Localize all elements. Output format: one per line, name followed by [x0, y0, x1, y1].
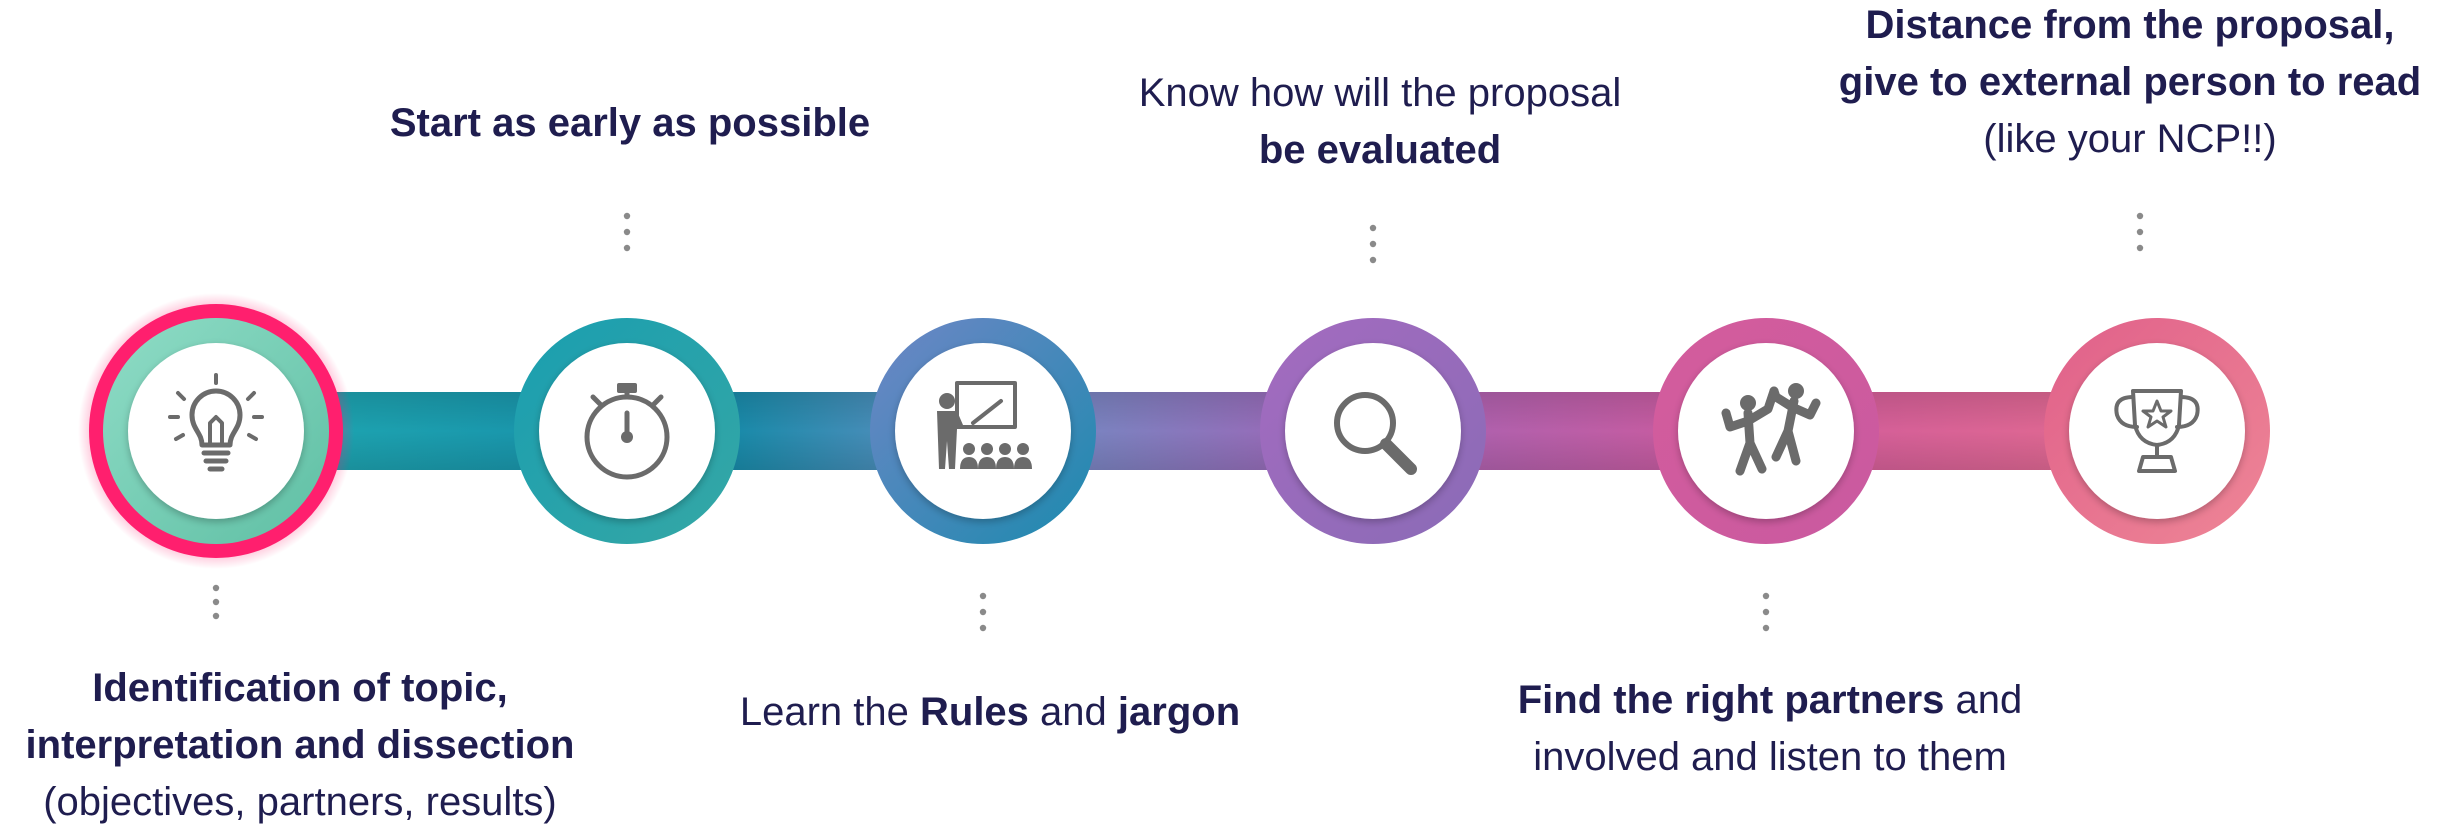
label-text-bold: Find the right partners	[1517, 678, 1945, 722]
label-text-bold: jargon	[1117, 690, 1241, 734]
dotted-connector	[623, 212, 631, 252]
label-line: Know how will the proposal	[1060, 65, 1700, 122]
label-text-bold: Start as early as possible	[389, 101, 871, 145]
step-label-identify: Identification of topic, interpretation a…	[0, 660, 600, 831]
label-text: and	[1028, 690, 1118, 734]
dotted-connector	[1762, 592, 1770, 632]
step-label-rules: Learn the Rules and jargon	[700, 684, 1280, 741]
label-line: be evaluated	[1060, 122, 1700, 179]
step-node-rules	[870, 318, 1096, 544]
step-label-partners: Find the right partners and involved and …	[1470, 672, 2070, 786]
label-text: (like your NCP!!)	[1983, 117, 2277, 161]
lightbulb-icon	[168, 373, 264, 472]
label-text-bold: Identification of topic,	[92, 666, 508, 710]
label-text: involved and listen to them	[1533, 735, 2007, 779]
dotted-connector	[2136, 212, 2144, 252]
step-disc	[128, 343, 304, 519]
label-text: Know how will the proposal	[1138, 71, 1622, 115]
magnifier-icon	[1334, 392, 1417, 475]
people-high-five-icon	[1721, 383, 1821, 476]
label-line: involved and listen to them	[1470, 729, 2070, 786]
label-line: (objectives, partners, results)	[0, 774, 600, 831]
label-text-bold: be evaluated	[1258, 128, 1502, 172]
trophy-icon	[2114, 389, 2200, 473]
label-line: interpretation and dissection	[0, 717, 600, 774]
label-text-bold: Distance from the proposal,	[1865, 3, 2395, 47]
label-text-bold: give to external person to read	[1838, 60, 2422, 104]
label-text: Learn the	[739, 690, 920, 734]
step-node-evaluation	[1260, 318, 1486, 544]
step-node-identify	[78, 293, 354, 569]
label-line: give to external person to read	[1800, 54, 2460, 111]
step-disc	[2069, 343, 2245, 519]
dotted-connector	[979, 592, 987, 632]
step-label-start-early: Start as early as possible	[340, 95, 920, 152]
label-line: Start as early as possible	[340, 95, 920, 152]
step-disc	[1678, 343, 1854, 519]
step-node-partners	[1653, 318, 1879, 544]
label-line: Learn the Rules and jargon	[700, 684, 1280, 741]
label-line: Identification of topic,	[0, 660, 600, 717]
dotted-connector	[1369, 224, 1377, 264]
label-text: and	[1944, 678, 2023, 722]
label-line: Find the right partners and	[1470, 672, 2070, 729]
label-text-bold: interpretation and dissection	[25, 723, 575, 767]
label-text-bold: Rules	[920, 690, 1029, 734]
label-text: (objectives, partners, results)	[43, 780, 557, 824]
step-label-distance: Distance from the proposal, give to exter…	[1800, 0, 2460, 168]
label-line: (like your NCP!!)	[1800, 111, 2460, 168]
teacher-presentation-icon	[937, 381, 1032, 469]
dotted-connector	[212, 584, 220, 620]
stopwatch-icon	[584, 383, 670, 480]
step-disc	[1285, 343, 1461, 519]
label-line: Distance from the proposal,	[1800, 0, 2460, 54]
step-node-distance	[2044, 318, 2270, 544]
step-node-start-early	[514, 318, 740, 544]
step-label-evaluation: Know how will the proposal be evaluated	[1060, 65, 1700, 179]
step-disc	[895, 343, 1071, 519]
